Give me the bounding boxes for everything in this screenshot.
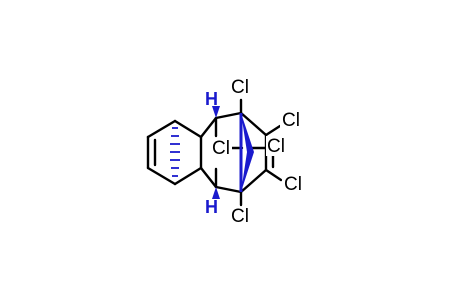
bond xyxy=(146,119,177,139)
hashed-bridge xyxy=(170,127,180,177)
atom-label-cl: Cl xyxy=(284,174,302,195)
wedge-bond xyxy=(212,106,220,118)
bond xyxy=(214,111,243,120)
bond xyxy=(199,116,218,139)
label-knockouts xyxy=(210,78,306,227)
bond xyxy=(173,166,203,186)
bond xyxy=(239,168,268,194)
knockout xyxy=(280,110,304,130)
bond xyxy=(173,119,203,139)
wedge-bond xyxy=(241,113,254,152)
atom-label-cl: Cl xyxy=(231,77,249,98)
bond xyxy=(214,185,243,194)
knockout xyxy=(210,138,232,158)
knockout xyxy=(232,78,252,98)
left-ring-bonds xyxy=(146,119,203,186)
atom-label-h: H xyxy=(205,89,218,109)
stereo-h-bonds xyxy=(212,106,220,199)
wedge-bridge xyxy=(239,113,254,192)
knockout xyxy=(266,136,290,156)
atom-label-cl: Cl xyxy=(282,110,300,131)
wedge-bond xyxy=(212,187,220,199)
wedge-bond xyxy=(241,152,254,192)
central-ring-bonds xyxy=(199,111,243,194)
atom-label-h: H xyxy=(205,197,218,217)
bond-to-cl xyxy=(264,168,283,182)
atom-label-cl: Cl xyxy=(212,138,230,159)
bond xyxy=(239,111,268,137)
bond-to-cl xyxy=(264,124,282,137)
atom-label-cl: Cl xyxy=(267,136,285,157)
knockout xyxy=(282,174,306,194)
atom-label-cl: Cl xyxy=(231,206,249,227)
bond xyxy=(146,166,177,186)
bond xyxy=(199,166,218,189)
knockout xyxy=(232,207,252,227)
